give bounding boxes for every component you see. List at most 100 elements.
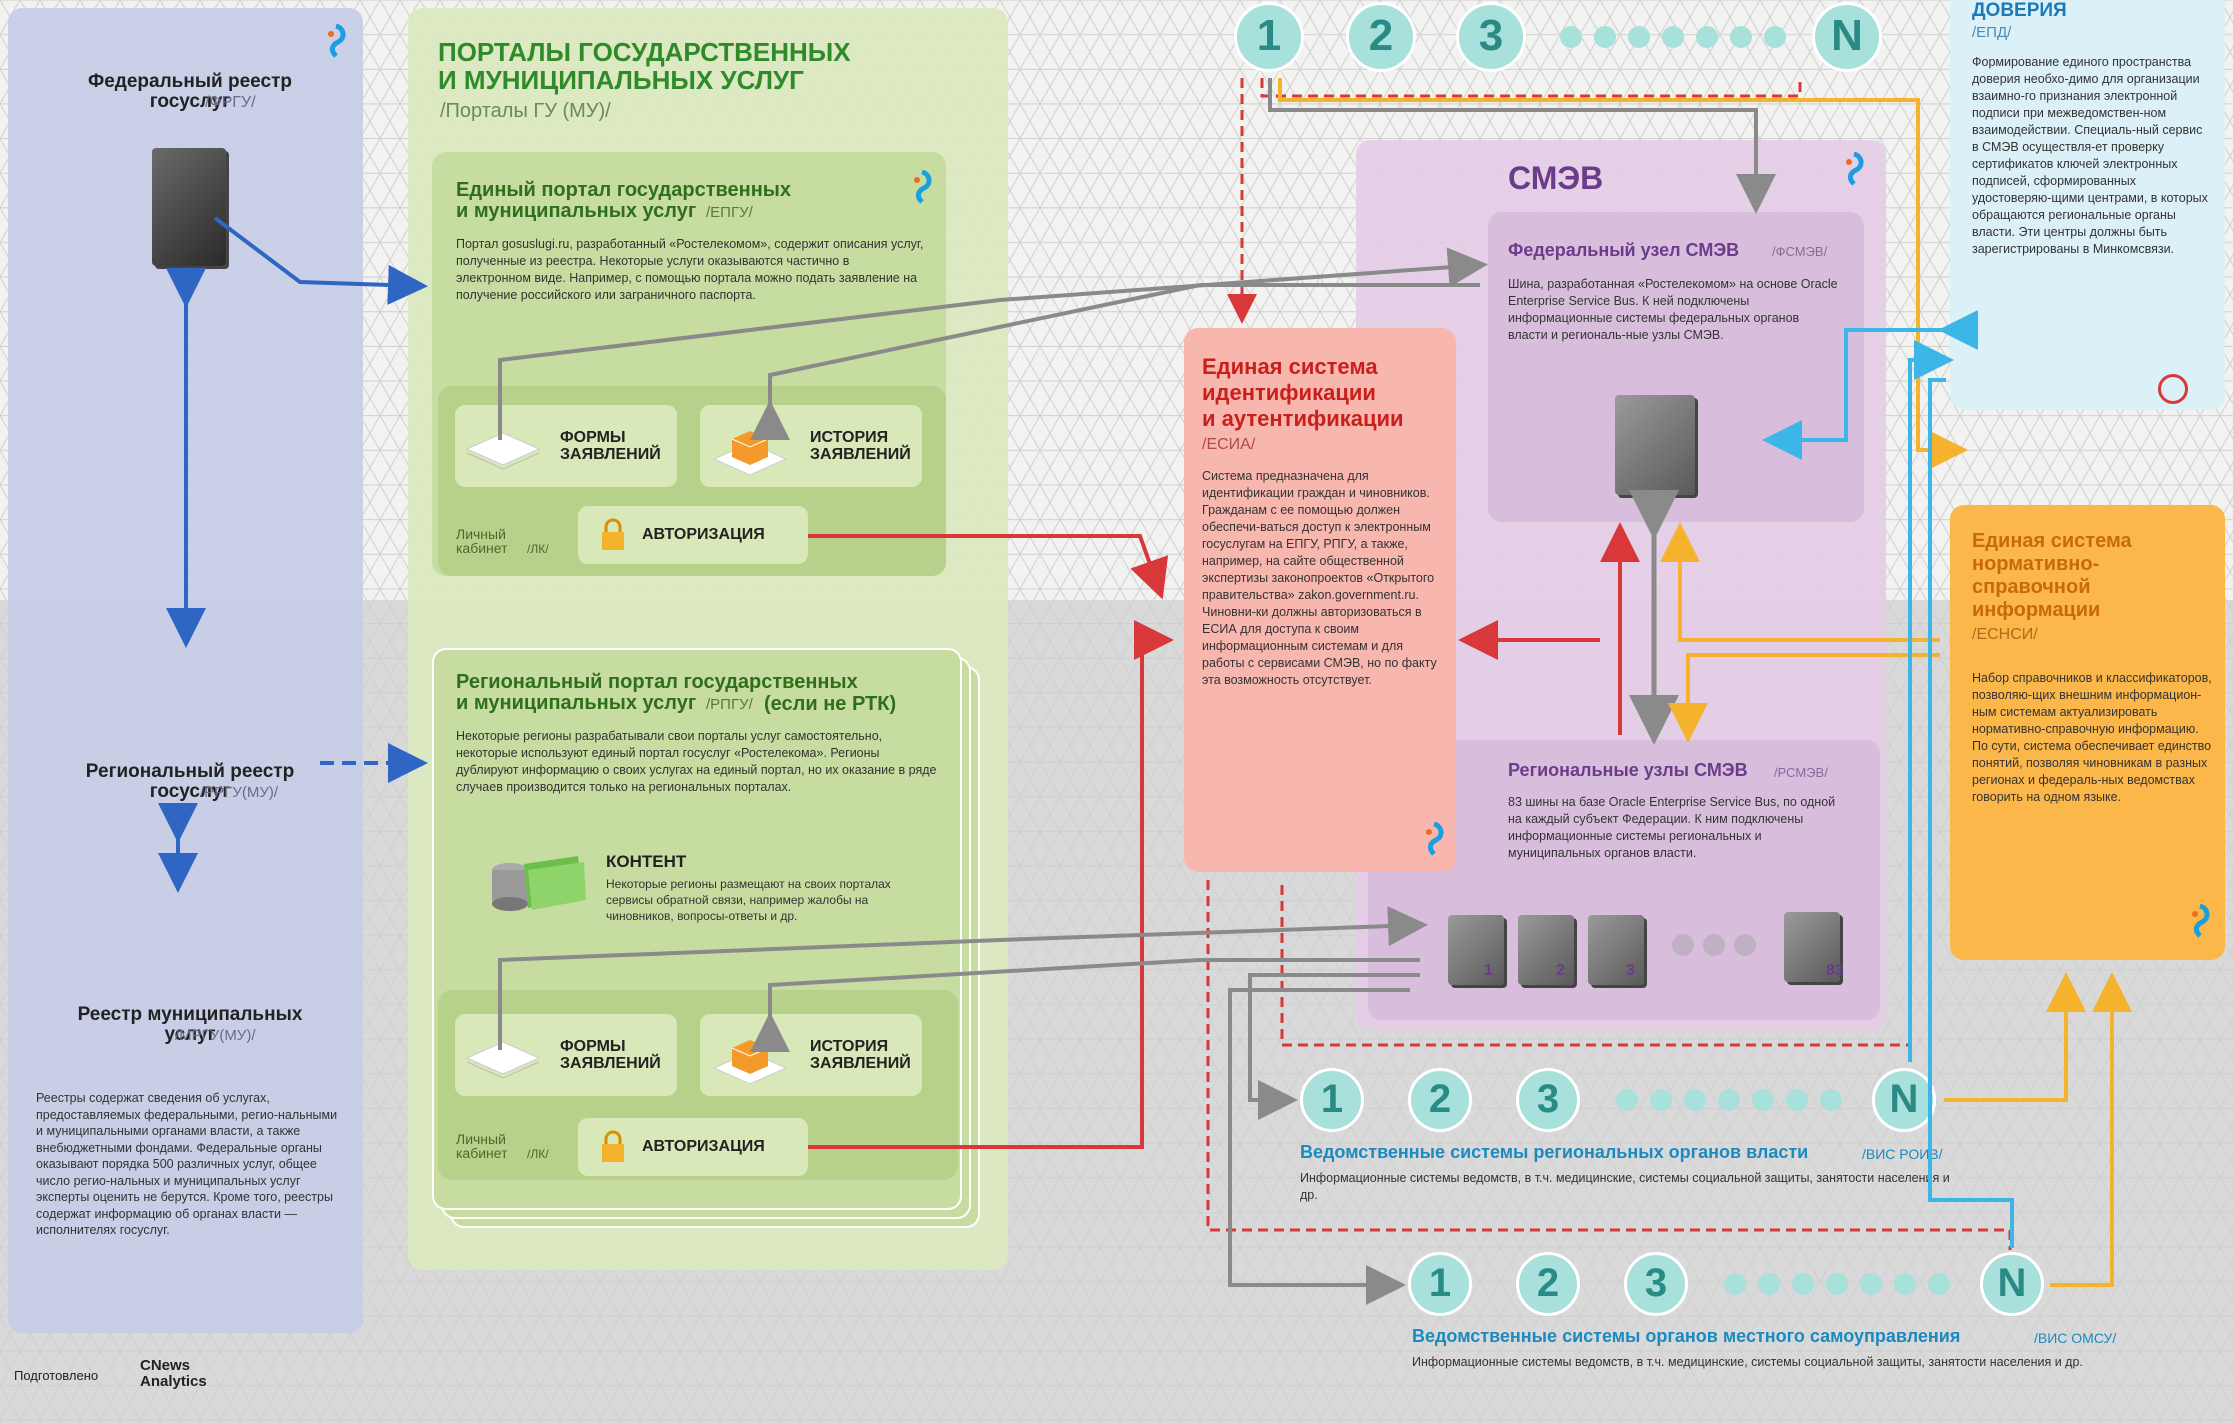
ellipsis-dot	[1826, 1273, 1848, 1295]
rsmev-node-server	[1784, 912, 1840, 982]
top-system-node[interactable]: 1	[1234, 2, 1304, 72]
ellipsis-dot	[1894, 1273, 1916, 1295]
box-history-icon	[712, 1040, 788, 1085]
omsu-tag: /ВИС ОМСУ/	[2034, 1330, 2117, 1346]
esnsi-tag: /ЕСНСИ/	[1972, 626, 2038, 643]
ellipsis-dot	[1718, 1089, 1740, 1111]
epgu-history-button[interactable]: ИСТОРИЯ ЗАЯВЛЕНИЙ	[700, 405, 922, 487]
epgu-auth-button[interactable]: АВТОРИЗАЦИЯ	[578, 506, 808, 564]
omsu-node[interactable]: N	[1980, 1252, 2044, 1316]
roiv-text: Информационные системы ведомств, в т.ч. …	[1300, 1171, 1950, 1202]
ellipsis-dot	[1703, 934, 1725, 956]
roiv-node[interactable]: 2	[1408, 1068, 1472, 1132]
esnsi-text: Набор справочников и классификаторов, по…	[1972, 671, 2212, 804]
epgu-forms-button[interactable]: ФОРМЫ ЗАЯВЛЕНИЙ	[455, 405, 677, 487]
rpgu-auth-label: АВТОРИЗАЦИЯ	[642, 1138, 765, 1155]
top-system-node[interactable]: N	[1812, 2, 1882, 72]
rrgu-tag: /РРГУ(МУ)/	[200, 784, 279, 801]
box-history-icon	[712, 431, 788, 476]
top-system-node[interactable]: 2	[1346, 2, 1416, 72]
lock-icon	[602, 1130, 624, 1162]
rpgu-cabinet-tag: /ЛК/	[527, 1147, 549, 1161]
rostelecom-logo	[1426, 822, 1444, 856]
form-stack-icon	[465, 432, 541, 470]
ellipsis-dot	[1758, 1273, 1780, 1295]
rpgu-forms-label: ФОРМЫ ЗАЯВЛЕНИЙ	[560, 1038, 661, 1072]
rostelecom-logo	[328, 24, 346, 58]
mincomsvyaz-logo	[2158, 374, 2188, 404]
ellipsis-dot	[1696, 26, 1718, 48]
prepared-by-label: Подготовлено	[14, 1368, 99, 1383]
frgu-title: Федеральный реестр госуслуг	[88, 71, 292, 112]
rrgu-title: Региональный реестр госуслуг	[85, 761, 295, 802]
ellipsis-dot	[1734, 934, 1756, 956]
epgu-cabinet-label: Личный кабинет	[456, 526, 508, 556]
mrgu-tag: /МРГУ(МУ)/	[175, 1027, 256, 1044]
fsmev-text: Шина, разработанная «Ростелекомом» на ос…	[1508, 277, 1838, 342]
omsu-node[interactable]: 3	[1624, 1252, 1688, 1316]
roiv-node[interactable]: 3	[1516, 1068, 1580, 1132]
epgu-history-label: ИСТОРИЯ ЗАЯВЛЕНИЙ	[810, 429, 911, 463]
rsmev-title: Региональные узлы СМЭВ	[1508, 760, 1748, 780]
omsu-node[interactable]: 1	[1408, 1252, 1472, 1316]
rsmev-node-number: 1	[1484, 962, 1493, 979]
roiv-tag: /ВИС РОИВ/	[1862, 1146, 1943, 1162]
rpgu-history-label: ИСТОРИЯ ЗАЯВЛЕНИЙ	[810, 1038, 911, 1072]
form-stack-icon	[465, 1041, 541, 1079]
epd-panel	[1950, 0, 2225, 410]
ellipsis-dot	[1928, 1273, 1950, 1295]
epgu-title: Единый портал государственных и муниципа…	[456, 179, 792, 222]
ellipsis-dot	[1628, 26, 1650, 48]
top-system-node[interactable]: 3	[1456, 2, 1526, 72]
rpgu-history-button[interactable]: ИСТОРИЯ ЗАЯВЛЕНИЙ	[700, 1014, 922, 1096]
epgu-cabinet-tag: /ЛК/	[527, 542, 549, 556]
rsmev-node-number: 2	[1556, 962, 1565, 979]
rsmev-text: 83 шины на базе Oracle Enterprise Servic…	[1508, 795, 1836, 860]
cnews-logo: CNews Analytics	[140, 1357, 207, 1390]
ellipsis-dot	[1764, 26, 1786, 48]
frgu-tag: /ФРГУ/	[205, 94, 256, 111]
fsmev-tag: /ФСМЭВ/	[1772, 244, 1828, 259]
esia-text: Система предназначена для идентификации …	[1202, 469, 1437, 687]
ellipsis-dot	[1860, 1273, 1882, 1295]
roiv-node[interactable]: 1	[1300, 1068, 1364, 1132]
ellipsis-dot	[1752, 1089, 1774, 1111]
fsmev-title: Федеральный узел СМЭВ	[1508, 240, 1740, 260]
omsu-title: Ведомственные системы органов местного с…	[1412, 1326, 1961, 1346]
esnsi-panel	[1950, 505, 2225, 960]
rostelecom-logo	[1846, 152, 1864, 186]
ellipsis-dot	[1672, 934, 1694, 956]
epd-tag: /ЕПД/	[1972, 24, 2012, 41]
roiv-node[interactable]: N	[1872, 1068, 1936, 1132]
mrgu-title: Реестр муниципальных услуг	[77, 1004, 303, 1045]
ellipsis-dot	[1594, 26, 1616, 48]
esia-title: Единая система идентификации и аутентифи…	[1202, 354, 1404, 431]
rpgu-auth-button[interactable]: АВТОРИЗАЦИЯ	[578, 1118, 808, 1176]
esia-panel	[1184, 328, 1456, 872]
rpgu-forms-button[interactable]: ФОРМЫ ЗАЯВЛЕНИЙ	[455, 1014, 677, 1096]
rpgu-content-title: КОНТЕНТ	[606, 852, 687, 871]
rsmev-node-number: 83	[1826, 962, 1844, 979]
fsmev-server-icon	[1615, 395, 1695, 495]
epgu-tag: /ЕПГУ/	[706, 204, 753, 221]
omsu-text: Информационные системы ведомств, в т.ч. …	[1412, 1355, 2083, 1369]
frgu-server-icon	[152, 148, 226, 266]
rsmev-node-server	[1518, 915, 1574, 985]
esnsi-title: Единая система нормативно- справочной ин…	[1972, 530, 2132, 621]
rsmev-tag: /РСМЭВ/	[1774, 765, 1828, 780]
rostelecom-logo	[2192, 904, 2210, 938]
portals-tag: /Порталы ГУ (МУ)/	[440, 100, 611, 122]
rsmev-node-server	[1448, 915, 1504, 985]
rpgu-content-text: Некоторые регионы размещают на своих пор…	[606, 877, 891, 923]
omsu-node[interactable]: 2	[1516, 1252, 1580, 1316]
smev-title: СМЭВ	[1508, 160, 1604, 196]
ellipsis-dot	[1650, 1089, 1672, 1111]
epgu-forms-label: ФОРМЫ ЗАЯВЛЕНИЙ	[560, 429, 661, 463]
content-folder-icon	[492, 856, 586, 911]
epd-text: Формирование единого пространства довери…	[1972, 55, 2208, 256]
registry-note: Реестры содержат сведения об услугах, пр…	[36, 1091, 338, 1237]
ellipsis-dot	[1724, 1273, 1746, 1295]
rsmev-node-server	[1588, 915, 1644, 985]
rpgu-title: Региональный портал государственных и му…	[456, 671, 858, 714]
